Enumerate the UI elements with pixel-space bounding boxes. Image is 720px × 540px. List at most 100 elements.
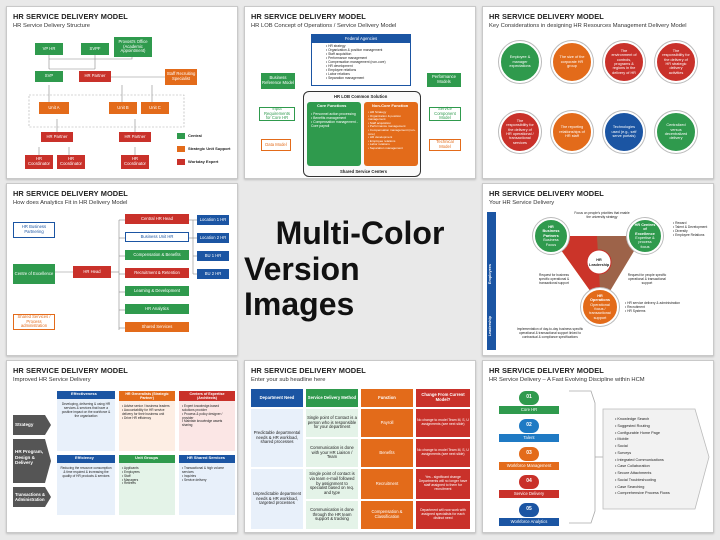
slide-thumb-improved-delivery[interactable]: HR SERVICE DELIVERY MODEL Improved HR Se… [6,360,238,533]
vp-hr-box: VP HR [35,43,63,55]
function-compensation: Compensation & Classification [361,501,413,529]
list-item: • Secure Attachments [615,471,652,475]
list-item: • Expert knowledge-based solutions provi… [182,404,220,412]
consideration-circle: The environment of controls, programs & … [603,41,645,83]
header-delivery-method: Service Delivery Method [306,389,358,407]
list-item: • Compensation management (non-core) [368,127,416,136]
step-04-badge: 04 [519,475,539,489]
function-payroll: Payroll [361,409,413,437]
coe-list: • Expert knowledge-based solutions provi… [182,404,232,428]
right-note: Request for people specific operational … [627,273,667,285]
step-workforce-analytics: Workforce Analytics [499,518,559,526]
business-partners-focus: Business Focus [543,238,559,247]
slide-thumb-lob-concept[interactable]: HR SERVICE DELIVERY MODEL HR LOB Concept… [244,6,476,179]
hr-operations-title: HR Operations [589,293,611,303]
list-item: • Personnel action processing [311,112,356,116]
business-partnering-box: HR Business Partnering [13,222,55,238]
slide-title: HR SERVICE DELIVERY MODEL [13,12,128,21]
slide-subtitle: HR Service Delivery Structure [13,23,90,29]
list-item: • Separation management [326,75,365,80]
federal-agencies-header: Federal Agencies [312,35,410,43]
centre-of-excellence-box: Centre of Excellence [13,264,55,284]
slide-subtitle: Key Considerations in designing HR Resou… [489,23,687,29]
business-unit-hr-box: Business Unit HR [125,232,189,242]
business-reference-box: Business Reference Model [261,73,295,89]
connector-shape [569,390,710,524]
need-unpredictable: Unpredictable department needs & HR work… [251,469,303,529]
list-item: • Organization & position management [368,113,401,122]
shared-services-mid-box: Shared Services [125,322,189,332]
hr-analytics-box: HR Analytics [125,304,189,314]
unit-groups-panel [119,455,175,515]
step-talent: Talent [499,434,559,442]
slide-thumb-evolving-discipline[interactable]: HR SERVICE DELIVERY MODEL HR Service Del… [482,360,714,533]
function-recruitment: Recruitment [361,469,413,499]
arrow-shapes [13,415,51,507]
unit-c-box: Unit C [141,102,169,114]
hr-partner-top-box: HR Partner [79,71,111,82]
slide-title: HR SERVICE DELIVERY MODEL [251,12,366,21]
legend-strategic: Strategic Unit Support [188,146,231,151]
hr-partner-a-box: HR Partner [41,132,73,142]
slide-thumb-analytics-fit[interactable]: HR SERVICE DELIVERY MODEL How does Analy… [6,183,238,356]
consideration-circle: The responsibility for the delivery of H… [655,41,697,83]
triangle-diagram [487,212,643,350]
need-predictable: Predictable departmental needs & HR work… [251,409,303,467]
function-benefits: Benefits [361,439,413,467]
list-item: • Benefits management [311,116,347,121]
provost-box: Provost's Office (Academic Appointment) [114,37,152,57]
input-requirements-box: Input Requirements for Core HR [259,106,295,121]
staff-recruiting-box: Staff Recruiting Specialist [165,69,197,85]
coe-title: HR Centres of Excellence [634,222,656,236]
federal-agencies-list: • HR strategy• Organization & position m… [326,44,386,81]
legend-workday: Workday Expert [188,159,219,164]
list-item: • Case Collaboration [615,464,650,469]
step-core-hr: Core HR [499,406,559,414]
slide-thumb-sub-headline[interactable]: HR SERVICE DELIVERY MODEL Enter your sub… [244,360,476,533]
service-component-box: Service Component Model [429,106,461,121]
slide-subtitle: How does Analytics Fit in HR Delivery Mo… [13,200,128,206]
coe-list: • Reward• Talent & Development• Diversit… [673,221,707,238]
row-strategy: Strategy [15,422,34,427]
legend-central: Central [188,133,202,138]
federal-agencies-panel: Federal Agencies • HR strategy• Organiza… [311,34,411,86]
legend-swatch-workday [177,159,185,165]
method-cell: Communication is done through the HR tea… [306,501,358,529]
unit-groups-list: • Applicants• Employees• Staff• Managers… [122,466,172,486]
step-01-badge: 01 [519,391,539,405]
slide-subtitle: Improved HR Service Delivery [13,377,91,383]
bu-1-box: BU 1 HR [197,251,229,261]
connector-lines [28,47,185,155]
list-item: • HR strategy [326,44,346,48]
slide-thumb-your-delivery[interactable]: HR SERVICE DELIVERY MODEL Your HR Servic… [482,183,714,356]
list-item: • Process & policy designer / provider [182,411,223,420]
business-partners-title: HR Business Partners [542,225,560,238]
method-cell: Communication is done with your HR Liais… [306,439,358,467]
slide-thumb-key-considerations[interactable]: HR SERVICE DELIVERY MODEL Key Considerat… [482,6,714,179]
recruitment-retention-box: Recruitment & Retention [125,268,189,278]
step-05-badge: 05 [519,503,539,517]
service-delivery-items: • Knowledge Search• Suggested Routing• C… [615,416,670,497]
method-cell: Single point of contact is via team e-ma… [306,469,358,499]
slide-title: HR SERVICE DELIVERY MODEL [489,366,604,375]
change-cell: No change to model Team M, S, U assignme… [416,439,470,467]
list-item: • Compensation management - Core payroll [311,120,358,129]
core-functions-label: Core Functions [317,103,347,108]
common-solution-panel: HR LOB Common Solution Core Functions • … [303,91,421,177]
list-item: • Employee Relations [673,232,705,237]
central-hr-head-box: Central HR Head [125,214,189,224]
list-item: • Recruitment [625,304,645,309]
header-change: Change From Current Model? [416,389,470,407]
list-item: • Separation management [368,145,403,150]
slide-title: HR SERVICE DELIVERY MODEL [489,12,604,21]
hr-operations-focus: Operational focus / transactional suppor… [589,302,611,320]
list-item: • Social [615,444,628,448]
list-item: • Labor relations [368,142,390,147]
change-cell: Department will now work with assigned s… [416,501,470,529]
slide-thumb-structure[interactable]: HR SERVICE DELIVERY MODEL HR Service Del… [6,6,238,179]
svp-box: SVP [35,71,63,82]
coe-focus: Expertise & process focus [635,236,655,249]
list-item: • Case Searching [615,484,645,489]
data-model-box: Data Model [261,139,291,151]
legend-swatch-strategic [177,146,185,152]
